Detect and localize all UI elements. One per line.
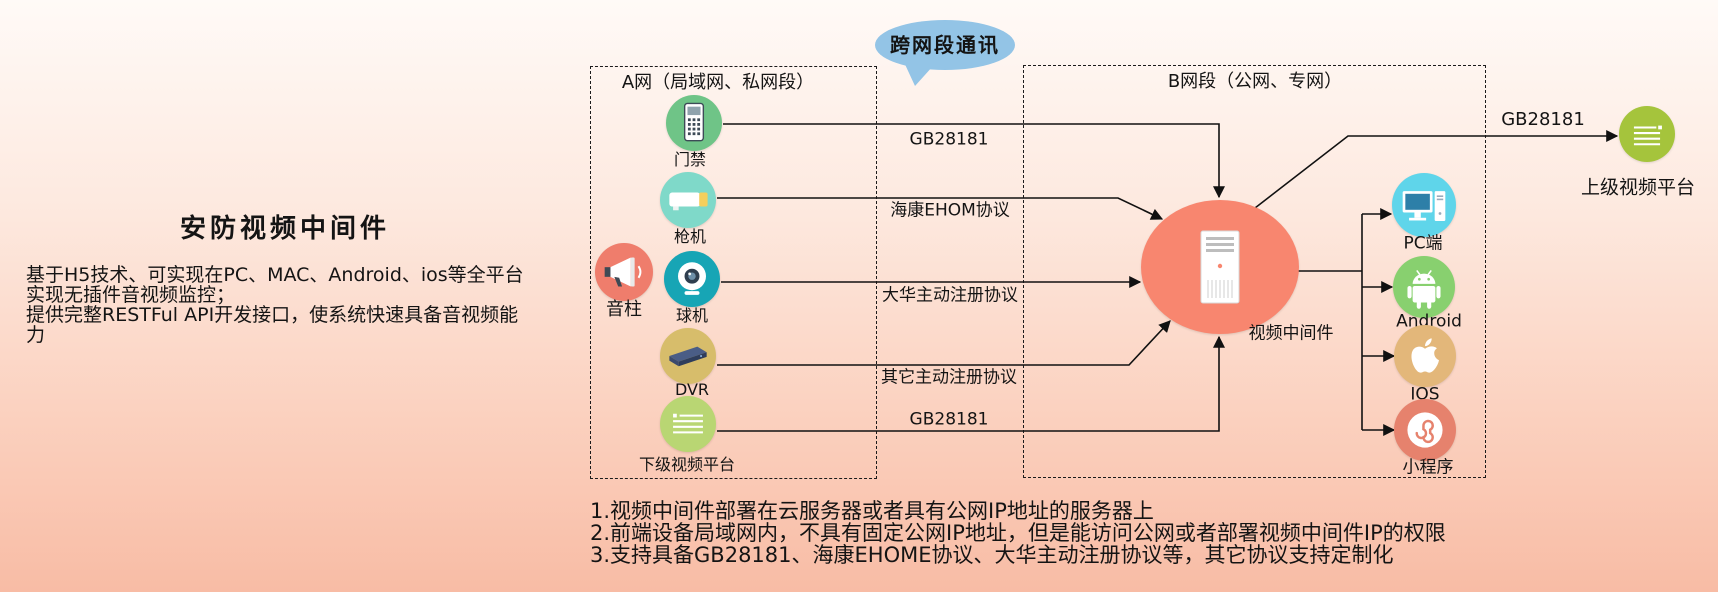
protocol-label-dome-camera: 大华主动注册协议 [882, 285, 1018, 306]
note-line: 3.支持具备GB28181、海康EHOME协议、大华主动注册协议等，其它协议支持… [590, 543, 1394, 567]
middleware-label: 视频中间件 [1248, 323, 1334, 344]
edge-dvr-to-middleware [717, 320, 1171, 366]
device-bullet-camera [660, 172, 716, 228]
intro-paragraph: 提供完整RESTFul API开发接口，使系统快速具备音视频能力 [26, 304, 519, 346]
speech-bubble [875, 20, 1015, 86]
dvr-recorder-icon [669, 346, 707, 367]
intro-text: 基于H5技术、可实现在PC、MAC、Android、ios等全平台实现无插件音视… [26, 265, 536, 345]
client-ios [1394, 325, 1456, 387]
device-speaker-column [595, 243, 653, 301]
apple-icon [1411, 338, 1439, 373]
edge-middleware-trunk [1297, 214, 1363, 430]
upper-video-platform-label: 上级视频平台 [1580, 176, 1696, 199]
speech-bubble-body [875, 20, 1015, 70]
device-lower-video-platform [660, 396, 716, 452]
edge-lower-platform-to-middleware [717, 335, 1225, 432]
client-android-label: Android [1396, 311, 1462, 332]
protocol-label-bullet-camera: 海康EHOM协议 [890, 200, 1010, 221]
client-pc-label: PC端 [1403, 233, 1443, 254]
device-speaker-column-label: 音柱 [606, 299, 642, 320]
intro-paragraph: 基于H5技术、可实现在PC、MAC、Android、ios等全平台实现无插件音视… [26, 264, 524, 306]
zone-b-public-box [1023, 65, 1486, 478]
device-lower-video-platform-label: 下级视频平台 [638, 455, 736, 474]
zone-a-label: A网（局域网、私网段） [621, 72, 815, 93]
bullet-camera-icon [669, 192, 708, 211]
client-mini-program-label: 小程序 [1402, 457, 1454, 478]
middleware-node [1141, 200, 1299, 334]
client-pc [1392, 173, 1456, 237]
client-mini-program [1394, 399, 1456, 461]
zone-b-label: B网段（公网、专网） [1167, 71, 1343, 92]
client-android [1393, 256, 1455, 318]
note-line: 1.视频中间件部署在云服务器或者具有公网IP地址的服务器上 [590, 499, 1154, 523]
mini-program-icon [1407, 412, 1443, 448]
device-access-control [666, 95, 722, 151]
device-dvr-label: DVR [674, 380, 710, 399]
device-dome-camera [664, 251, 720, 307]
device-dvr [660, 328, 716, 384]
client-ios-label: IOS [1410, 384, 1440, 405]
android-icon [1407, 270, 1441, 309]
video-platform-icon [1633, 125, 1662, 146]
video-platform-icon [673, 413, 703, 434]
device-access-control-label: 门禁 [673, 150, 707, 169]
protocol-label-lower-platform: GB28181 [909, 409, 989, 430]
device-dome-camera-label: 球机 [675, 306, 709, 325]
desktop-computer-icon [1402, 191, 1446, 221]
speech-bubble-label: 跨网段通讯 [890, 33, 1000, 57]
protocol-label-access-control: GB28181 [909, 129, 989, 150]
upper-video-platform [1619, 106, 1675, 162]
device-bullet-camera-label: 枪机 [673, 227, 707, 246]
deployment-notes: 1.视频中间件部署在云服务器或者具有公网IP地址的服务器上 2.前端设备局域网内… [590, 500, 1446, 566]
megaphone-icon [604, 257, 642, 287]
edge-bullet-camera-to-middleware [717, 197, 1164, 220]
access-control-keypad-icon [683, 102, 705, 142]
edge-access-control-to-middleware [723, 123, 1225, 199]
note-line: 2.前端设备局域网内，不具有固定公网IP地址，但是能访问公网或者部署视频中间件I… [590, 521, 1446, 545]
server-icon [1200, 230, 1240, 304]
page-title: 安防视频中间件 [179, 214, 391, 244]
protocol-label-dvr: 其它主动注册协议 [881, 367, 1017, 388]
protocol-label-upper-platform: GB28181 [1501, 109, 1585, 130]
edge-middleware-to-upper-platform [1254, 130, 1619, 209]
zone-a-lan-box [590, 66, 877, 479]
dome-camera-icon [678, 262, 706, 295]
